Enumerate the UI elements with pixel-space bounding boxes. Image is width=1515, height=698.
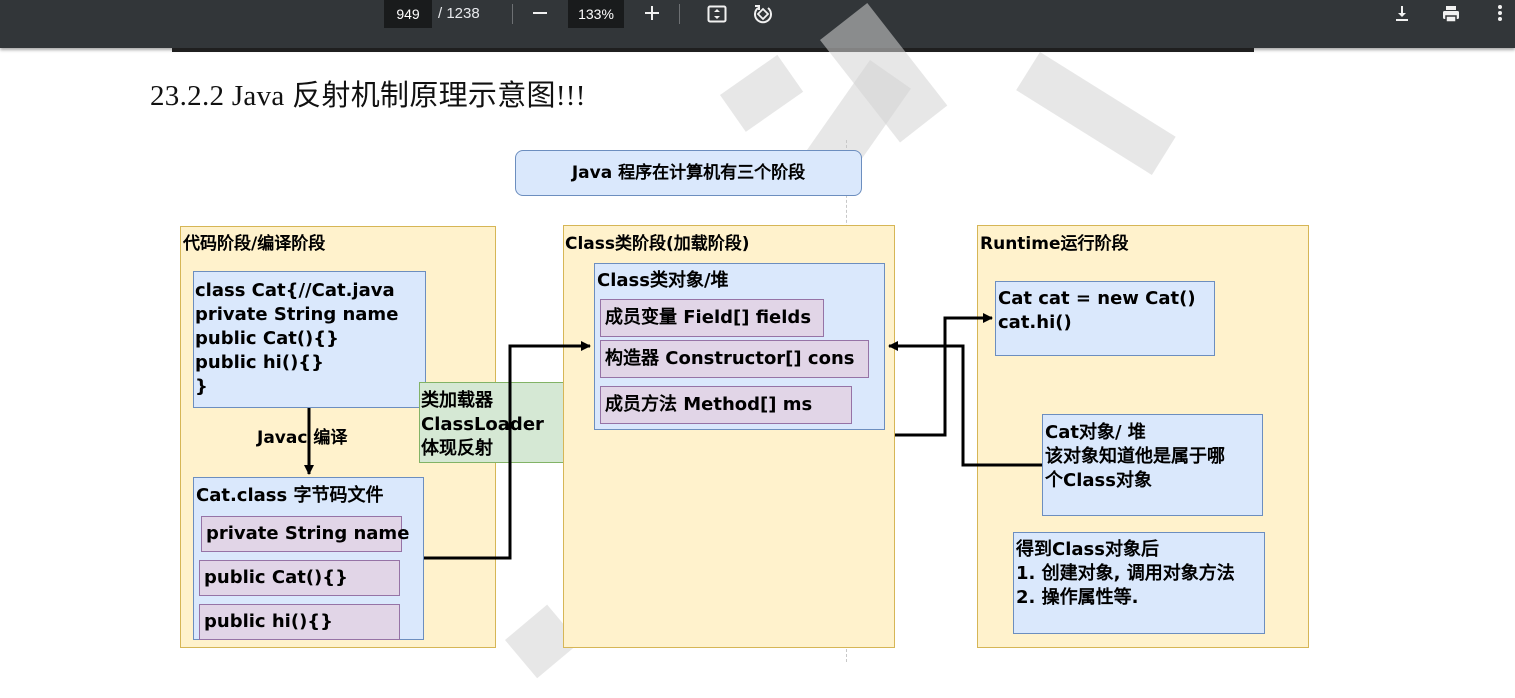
classloader-text: 类加载器 ClassLoader 体现反射 (421, 390, 544, 459)
after-class-box (1013, 532, 1265, 634)
source-code-text: class Cat{//Cat.java private String name… (195, 280, 399, 397)
stage-compile-title: 代码阶段/编译阶段 (183, 234, 326, 254)
download-icon[interactable] (1389, 0, 1415, 28)
page-top-rule (172, 48, 1254, 52)
print-icon[interactable] (1437, 0, 1465, 28)
toolbar-divider (512, 4, 513, 24)
bytecode-member-field: private String name (201, 516, 409, 552)
stage-loading-title: Class类阶段(加载阶段) (565, 234, 750, 254)
zoom-out-icon[interactable] (527, 0, 553, 28)
runtime-code-text: Cat cat = new Cat() cat.hi() (998, 288, 1196, 333)
page-total: / 1238 (438, 5, 480, 22)
source-code-box (193, 271, 426, 408)
class-object-title: Class类对象/堆 (597, 270, 729, 291)
zoom-level-input[interactable]: 133% (568, 0, 624, 28)
page-number-input[interactable]: 949 (384, 0, 432, 28)
fit-page-icon[interactable] (703, 0, 731, 28)
class-member-fields: 成员变量 Field[] fields (600, 299, 824, 337)
getclass-arrow (888, 341, 1042, 467)
class-member-constructors: 构造器 Constructor[] cons (600, 340, 869, 378)
stage-runtime-title: Runtime运行阶段 (980, 234, 1129, 254)
runtime-code-box (995, 281, 1215, 356)
section-heading: 23.2.2 Java 反射机制原理示意图!!! (150, 80, 586, 112)
after-class-text: 得到Class对象后 1. 创建对象, 调用对象方法 2. 操作属性等. (1016, 539, 1235, 608)
bytecode-member-method: public hi(){} (199, 604, 400, 640)
rotate-icon[interactable] (749, 0, 777, 28)
toolbar-divider (679, 4, 680, 24)
zoom-in-icon[interactable] (639, 0, 665, 28)
diagram-title: Java 程序在计算机有三个阶段 (515, 150, 862, 196)
instantiate-arrow (895, 313, 993, 437)
pdf-viewer-toolbar: 949 / 1238 133% (0, 0, 1515, 48)
heap-object-text: Cat对象/ 堆 该对象知道他是属于哪 个Class对象 (1045, 422, 1225, 491)
bytecode-member-constructor: public Cat(){} (199, 560, 400, 596)
bytecode-title: Cat.class 字节码文件 (196, 485, 384, 506)
more-vert-icon[interactable] (1490, 0, 1510, 28)
compile-label: Javac 编译 (257, 428, 348, 448)
load-arrow (424, 341, 591, 560)
heap-object-box (1042, 414, 1263, 516)
class-member-methods: 成员方法 Method[] ms (600, 386, 852, 424)
